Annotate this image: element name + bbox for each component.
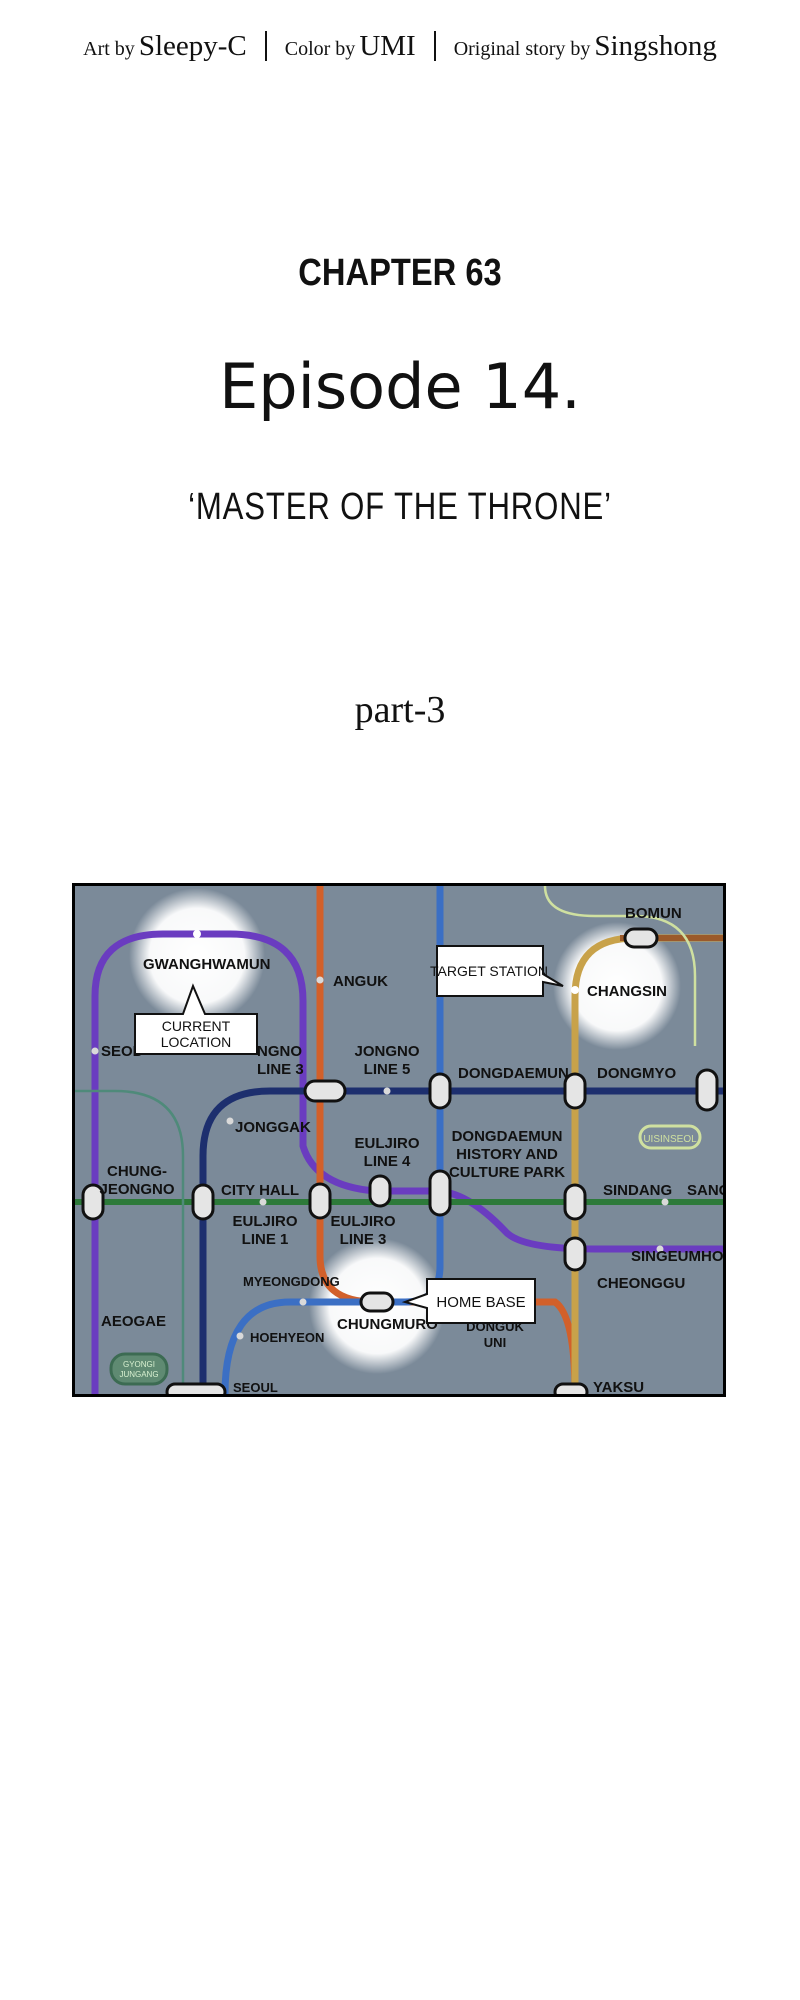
station-label: CHEONGGU	[597, 1275, 685, 1292]
station-label: ANGUK	[333, 973, 388, 990]
station-label: CHANGSIN	[587, 983, 667, 1000]
art-name: Sleepy-C	[138, 30, 247, 62]
station-label: UNI	[484, 1335, 506, 1350]
chapter-title: CHAPTER 63	[298, 252, 502, 294]
station-label: AEOGAE	[101, 1313, 166, 1330]
station-label: EULJIRO	[330, 1213, 395, 1230]
divider	[433, 31, 436, 61]
station-label: EULJIRO	[354, 1135, 419, 1152]
station-label: DONGDAEMUN	[458, 1065, 569, 1082]
credits-line: Art by Sleepy-C Color by UMI Original st…	[0, 30, 800, 63]
gyongui-path	[75, 1089, 185, 1394]
line5-path	[91, 930, 723, 1394]
station-label: GYONGI	[123, 1360, 155, 1369]
station-label: CULTURE PARK	[449, 1164, 565, 1181]
station-label: JONGNO	[354, 1043, 419, 1060]
station-label: HOEHYEON	[250, 1330, 324, 1345]
color-label: Color by	[284, 38, 356, 60]
station-label: CITY HALL	[221, 1182, 299, 1199]
subway-map-panel: UISINSEOL GYONGI JUNGANG GWANGHWAMUN ANG…	[72, 883, 726, 1397]
episode-subtitle: ‘MASTER OF THE THRONE’	[188, 486, 612, 528]
station-label: SANG	[687, 1182, 723, 1199]
station-label: SEOUL	[233, 1380, 278, 1394]
line1-path	[199, 1087, 723, 1394]
episode-title: Episode 14.	[219, 350, 581, 423]
part-label: part-3	[354, 689, 446, 731]
station-label: HISTORY AND	[456, 1146, 558, 1163]
glow-current	[129, 888, 265, 1024]
station-label: DONGMYO	[597, 1065, 677, 1082]
callout-target-station: TARGET STATION	[430, 945, 564, 997]
subway-map: UISINSEOL GYONGI JUNGANG GWANGHWAMUN ANG…	[75, 886, 723, 1394]
callout-text: CURRENT	[162, 1018, 231, 1034]
station-label: JEONGNO	[99, 1181, 174, 1198]
station-label: NGNO	[257, 1043, 302, 1060]
station-label: JONGGAK	[235, 1119, 311, 1136]
color-name: UMI	[359, 30, 416, 62]
station-markers	[81, 927, 719, 1394]
station-label: MYEONGDONG	[243, 1274, 340, 1289]
callout-home-base: HOME BASE	[401, 1278, 536, 1324]
station-label: SINDANG	[603, 1182, 672, 1199]
divider	[264, 31, 267, 61]
callout-current-location: CURRENT LOCATION	[134, 983, 258, 1055]
station-label: LINE 4	[364, 1153, 411, 1170]
station-label: SEOD	[101, 1043, 144, 1060]
callout-text: LOCATION	[161, 1034, 232, 1050]
station-label: LINE 1	[242, 1231, 289, 1248]
station-label: CHUNGMURO	[337, 1316, 438, 1333]
uisinseol-badge	[638, 1124, 702, 1150]
station-label: DONGDAEMUN	[452, 1128, 563, 1145]
station-label: LINE 3	[257, 1061, 304, 1078]
station-label: CHUNG-	[107, 1163, 167, 1180]
callout-text: TARGET STATION	[430, 963, 548, 979]
station-label: SINGEUMHO	[631, 1248, 723, 1265]
story-name: Singshong	[594, 30, 717, 62]
callout-text: HOME BASE	[436, 1294, 525, 1311]
station-label: YAKSU	[593, 1379, 644, 1394]
station-label: EULJIRO	[232, 1213, 297, 1230]
station-label: UISINSEOL	[643, 1134, 697, 1145]
station-label: LINE 3	[340, 1231, 387, 1248]
station-label: GWANGHWAMUN	[143, 956, 271, 973]
art-label: Art by	[83, 38, 135, 60]
station-label: LINE 5	[364, 1061, 411, 1078]
station-label: BOMUN	[625, 905, 682, 922]
gyongi-badge	[109, 1352, 169, 1386]
uisinseol-path	[543, 886, 697, 1046]
station-label: JUNGANG	[119, 1370, 158, 1379]
story-label: Original story by	[453, 38, 591, 60]
